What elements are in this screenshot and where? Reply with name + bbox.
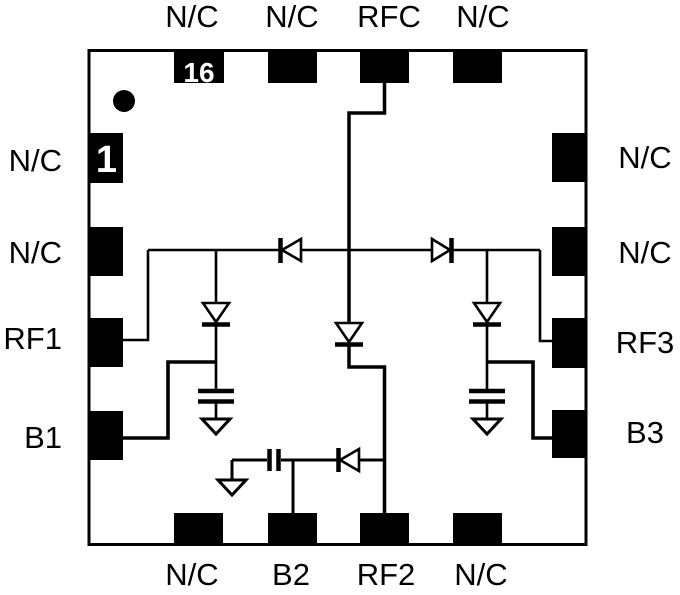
pin-label-right-1: N/C (618, 140, 672, 175)
pad-col-left (90, 133, 123, 460)
diode-icon (333, 321, 365, 347)
pad-col-right (552, 133, 585, 458)
pin-label-bottom-2: B2 (272, 557, 310, 592)
pin-label-right-2: N/C (618, 235, 672, 270)
pin-label-bottom-4: N/C (454, 557, 508, 592)
pin-label-right-3: RF3 (615, 325, 675, 360)
ground-icon (214, 478, 250, 498)
pad-left-3 (90, 318, 123, 367)
wire-rf2-feed (347, 346, 387, 514)
diode-icon (278, 236, 303, 264)
capacitor-icon (267, 449, 281, 471)
pin-label-left-2: N/C (8, 235, 62, 270)
wire-b3 (487, 360, 553, 440)
diodes (200, 236, 503, 474)
capacitor-icon (198, 388, 234, 404)
pad-row-top (174, 51, 502, 83)
pad-left-2 (90, 227, 123, 276)
diode-icon (336, 446, 361, 474)
pad-bottom-2 (268, 513, 317, 544)
pin-label-bottom-3: RF2 (356, 557, 416, 592)
pad-bottom-3 (360, 513, 409, 544)
pad-left-1 (90, 133, 123, 183)
pad-right-1 (552, 133, 585, 182)
diode-icon (200, 301, 232, 327)
pin-label-top-4: N/C (456, 0, 510, 34)
pad-top-4 (453, 51, 502, 83)
pin16-number: 16 (183, 57, 215, 88)
wire-rf1 (122, 250, 150, 342)
pin-label-left-3: RF1 (3, 321, 62, 356)
wire-rfc-feed (347, 82, 387, 323)
pad-top-1 (174, 51, 224, 83)
pin-label-top-1: N/C (165, 0, 219, 34)
pad-right-2 (552, 227, 585, 276)
capacitor-icon (469, 388, 505, 404)
wire-b1 (122, 360, 217, 440)
pad-left-4 (90, 411, 123, 460)
diode-icon (471, 301, 503, 327)
ground-icon (469, 417, 505, 437)
pin1-indicator-dot (113, 90, 135, 112)
pin-label-bottom-1: N/C (165, 557, 219, 592)
pad-bottom-4 (453, 513, 502, 544)
capacitors (198, 388, 505, 471)
wire-rf3 (538, 250, 553, 343)
pad-top-2 (268, 51, 317, 83)
pin-label-left-4: B1 (24, 420, 62, 455)
grounds (198, 417, 505, 498)
pad-right-3 (552, 318, 585, 368)
ground-icon (198, 417, 234, 437)
pad-top-3 (360, 51, 409, 83)
diode-icon (430, 236, 454, 264)
pad-row-bottom (174, 513, 502, 544)
pad-right-4 (552, 410, 585, 458)
pin-label-right-4: B3 (626, 415, 664, 450)
pad-bottom-1 (174, 513, 223, 544)
pin-label-top-2: N/C (265, 0, 319, 34)
pin-label-left-1: N/C (8, 143, 62, 178)
pin-label-top-3: RFC (357, 0, 421, 34)
pin1-number: 1 (95, 139, 118, 181)
